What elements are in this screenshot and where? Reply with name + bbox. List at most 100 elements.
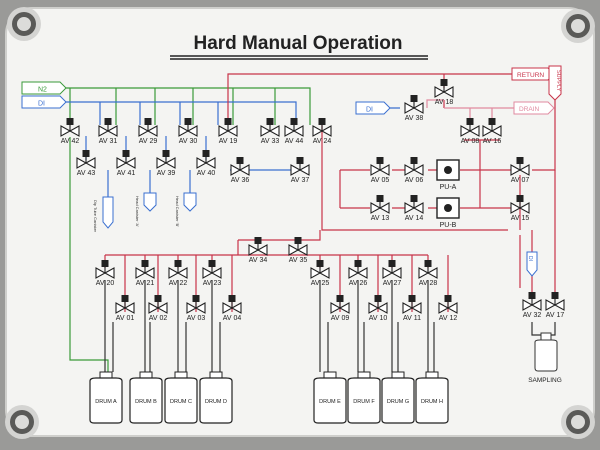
drum-label: DRUM H [421,399,443,405]
valve-label: AV 18 [435,99,454,106]
valve-label: AV 33 [261,138,280,145]
valve-label: AV 11 [403,315,421,322]
valve-label: AV 10 [369,315,388,322]
drum-f[interactable]: DRUM F [347,371,381,424]
valve-label: AV 20 [96,280,115,287]
svg-text:SUPPLY: SUPPLY [555,70,561,92]
valve-av34[interactable]: AV 34 [248,237,268,264]
valve-label: AV 41 [117,170,136,177]
mount-hole-top-left [7,7,41,41]
drum-label: DRUM B [135,399,157,405]
valve-av27[interactable]: AV 27 [382,260,402,287]
valve-av35[interactable]: AV 35 [288,237,308,264]
valve-av16[interactable]: AV 16 [482,118,502,145]
valve-label: AV 26 [349,280,368,287]
sampling-bottle: SAMPLING [528,332,562,384]
valve-label: AV 29 [139,138,158,145]
head-canister-a: Head Canister 'A' [135,192,157,227]
pipe-di-canister [107,170,191,197]
valve-label: AV 23 [203,280,222,287]
valve-av29[interactable]: AV 29 [138,118,158,145]
valve-label: AV 22 [169,280,188,287]
valve-av07[interactable]: AV 07 [510,157,530,184]
valve-av32[interactable]: AV 32 [522,292,542,319]
valve-label: AV 39 [157,170,176,177]
valve-label: AV 37 [291,177,310,184]
valve-av03[interactable]: AV 03 [186,295,206,322]
mount-hole-bottom-left [5,405,39,439]
valve-label: AV 09 [331,315,350,322]
valve-label: AV 21 [136,280,155,287]
sampling-label: SAMPLING [528,377,562,384]
pipe-process-connect [339,140,521,288]
valve-av05[interactable]: AV 05 [370,157,390,184]
valve-label: AV 32 [523,312,542,319]
valve-label: AV 24 [313,138,332,145]
drum-h[interactable]: DRUM H [415,371,449,424]
valve-av11[interactable]: AV 11 [402,295,422,322]
svg-text:Head Canister 'B': Head Canister 'B' [175,196,180,227]
pump-a[interactable]: PU-A [436,159,460,191]
svg-text:DI: DI [38,101,45,108]
valve-av18[interactable]: AV 18 [434,79,454,106]
valve-av21[interactable]: AV 21 [135,260,155,287]
tag-return: RETURN [511,67,555,81]
valve-av22[interactable]: AV 22 [168,260,188,287]
valve-av15[interactable]: AV 15 [510,195,530,222]
valve-label: AV 02 [149,315,168,322]
valve-label: AV 07 [511,177,530,184]
head-canister-b: Head Canister 'B' [175,192,197,227]
tag-di-mid: DI [355,101,391,115]
drum-a[interactable]: DRUM A [89,371,123,424]
valve-av28[interactable]: AV 28 [418,260,438,287]
valve-av17[interactable]: AV 17 [545,292,565,319]
valve-label: AV 15 [511,215,530,222]
valve-av41[interactable]: AV 41 [116,150,136,177]
valve-label: AV 06 [405,177,424,184]
svg-text:RETURN: RETURN [517,72,544,79]
drum-g[interactable]: DRUM G [381,371,415,424]
drum-b[interactable]: DRUM B [129,371,163,424]
valve-av13[interactable]: AV 13 [370,195,390,222]
valve-label: AV 01 [116,315,135,322]
valve-av20[interactable]: AV 20 [95,260,115,287]
valve-label: AV 28 [419,280,438,287]
valve-av10[interactable]: AV 10 [368,295,388,322]
valve-av31[interactable]: AV 31 [98,118,118,145]
drum-d[interactable]: DRUM D [199,371,233,424]
valve-av40[interactable]: AV 40 [196,150,216,177]
pump-b[interactable]: PU-B [436,197,460,229]
valve-av37[interactable]: AV 37 [290,157,310,184]
valve-av12[interactable]: AV 12 [438,295,458,322]
valve-av14[interactable]: AV 14 [404,195,424,222]
valve-av24[interactable]: AV 24 [312,118,332,145]
valve-av42[interactable]: AV 42 [60,118,80,145]
pump-label: PU-A [440,184,457,191]
valve-label: AV 14 [405,215,424,222]
valve-label: AV 27 [383,280,402,287]
valve-av44[interactable]: AV 44 [284,118,304,145]
valve-label: AV 31 [99,138,118,145]
valve-av38[interactable]: AV 38 [404,95,424,122]
drum-label: DRUM D [205,399,227,405]
valve-av43[interactable]: AV 43 [76,150,96,177]
drum-e[interactable]: DRUM E [313,371,347,424]
valve-av39[interactable]: AV 39 [156,150,176,177]
valve-av08[interactable]: AV 08 [460,118,480,145]
valve-av26[interactable]: AV 26 [348,260,368,287]
valve-av30[interactable]: AV 30 [178,118,198,145]
valve-av33[interactable]: AV 33 [260,118,280,145]
valve-av09[interactable]: AV 09 [330,295,350,322]
valve-av25[interactable]: AV 25 [310,260,330,287]
pipe-distribution-return [124,255,449,312]
valve-av06[interactable]: AV 06 [404,157,424,184]
mount-hole-bottom-right [561,405,595,439]
valve-av04[interactable]: AV 04 [222,295,242,322]
drum-c[interactable]: DRUM C [164,371,198,424]
valve-label: AV 44 [285,138,304,145]
valve-av19[interactable]: AV 19 [218,118,238,145]
valve-av02[interactable]: AV 02 [148,295,168,322]
valve-av36[interactable]: AV 36 [230,157,250,184]
valve-av01[interactable]: AV 01 [115,295,135,322]
valve-av23[interactable]: AV 23 [202,260,222,287]
